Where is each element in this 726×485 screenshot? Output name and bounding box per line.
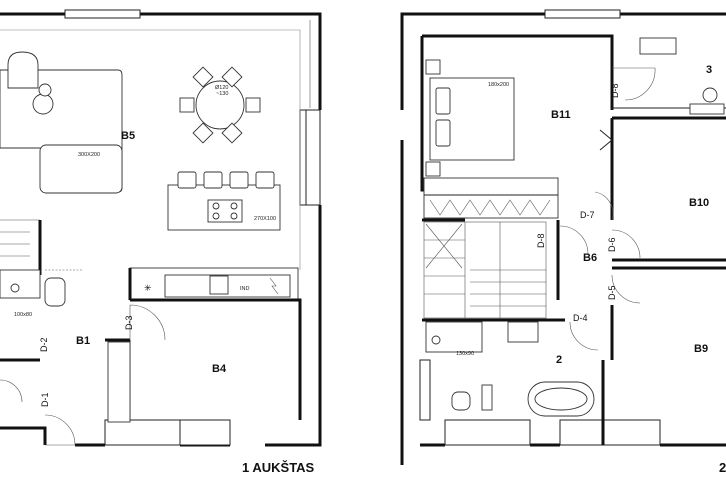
door-d3-swing: [129, 304, 166, 341]
door-d5: D-5: [607, 285, 617, 300]
door-d4-swing: [569, 321, 599, 351]
dining-table: Ø120 ~130: [179, 66, 261, 144]
shower2-dim: 130x90: [456, 351, 474, 357]
room-b6: B6: [583, 252, 597, 264]
floor-label-2: 2: [719, 460, 726, 475]
armchair: [7, 51, 39, 89]
room-b9: B9: [694, 343, 708, 355]
window-bottom-b4b: [104, 419, 181, 446]
room-b4: B4: [212, 363, 227, 375]
window-bottom-b4: [179, 419, 231, 446]
cooktop: [207, 199, 243, 223]
door-d1-swing: [44, 414, 76, 446]
room-b10: B10: [689, 197, 709, 209]
door-d6-swing: [611, 229, 641, 259]
door-d2: D-2: [39, 337, 49, 352]
window-top: [64, 9, 141, 19]
door-d7-swing: [594, 191, 614, 221]
door-d8-swing: [559, 225, 589, 255]
floor-2-plan: 180x200 130x90 B11: [400, 9, 726, 475]
room-2: 2: [556, 354, 562, 366]
sofa-dim: 300X200: [78, 152, 100, 158]
closet: [107, 341, 131, 423]
door-d8-stair: D-8: [536, 233, 546, 248]
door-d5-swing: [611, 274, 641, 304]
room-3: 3: [706, 64, 712, 76]
door-d6: D-6: [607, 237, 617, 252]
svg-text:~130: ~130: [216, 91, 228, 97]
wardrobe: [423, 177, 559, 219]
bed-dim: 180x200: [488, 82, 509, 88]
svg-text:✳: ✳: [144, 283, 152, 293]
staircase: [423, 221, 547, 319]
window-top-b11: [544, 9, 621, 19]
room-b1: B1: [76, 335, 90, 347]
door-d7: D-7: [580, 210, 595, 220]
shower1-dim: 100x80: [14, 312, 32, 318]
door-d1: D-1: [40, 392, 50, 407]
door-d3: D-3: [124, 315, 134, 330]
sink: [209, 275, 229, 295]
svg-text:Ø120: Ø120: [215, 85, 228, 91]
island-dim: 270X100: [254, 216, 276, 222]
window-right: [299, 109, 321, 206]
door-d8-top: D-8: [610, 83, 620, 98]
floor-1-plan: IND ✳ 100x80 300X200: [0, 9, 322, 475]
door-d4: D-4: [573, 313, 588, 323]
floor-label-1: 1 AUKŠTAS: [242, 460, 315, 475]
room-b11: B11: [551, 109, 571, 121]
induction-label: IND: [240, 286, 250, 292]
room-b5: B5: [121, 130, 135, 142]
